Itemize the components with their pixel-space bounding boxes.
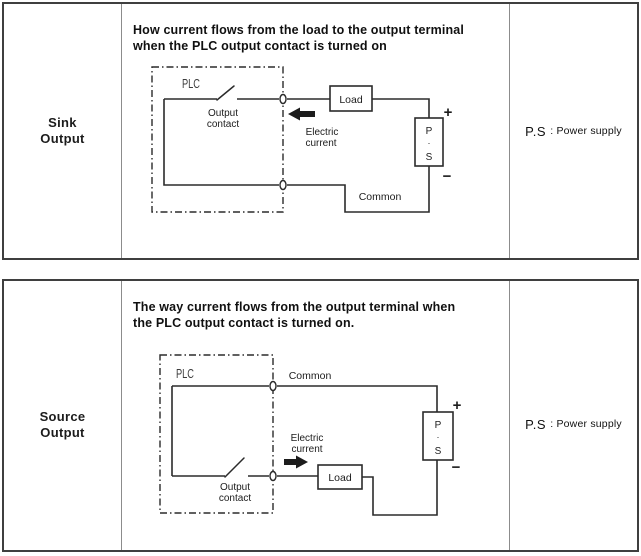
power-supply-box [414,117,444,167]
ps-box-letter-p: P [426,126,433,137]
row-label-line-1: Sink [48,115,77,130]
title-line-2: when the PLC output contact is turned on [133,38,387,53]
load-box [317,464,363,490]
current-arrow-left-icon [288,107,315,121]
switch-blade [216,85,235,101]
ps-box-dot: · [437,432,440,442]
sink-section-title: How current flows from the load to the o… [122,4,509,54]
wire-load-to-ps [362,460,438,516]
ps-box-dot: · [428,138,431,148]
row-label-line-2: Output [40,424,85,440]
load-label: Load [339,94,363,106]
ps-note: : Power supply [550,125,622,137]
row-label-line-1: Source [39,408,86,424]
load-label: Load [328,472,352,484]
source-note-cell: P.S : Power supply [510,281,637,550]
minus-sign: − [443,168,452,185]
electric-current-label-1: Electric [306,127,339,138]
sink-output-section: Sink Output How current flows from the l… [2,2,639,260]
source-circuit-diagram: Load P · S + − PLC Common Electric curre… [159,354,462,516]
output-contact-label-2: contact [219,493,251,504]
source-output-section: Source Output The way current flows from… [2,279,639,552]
source-row-label-cell: Source Output [4,281,122,550]
sink-circuit-diagram: Load P · S + − PLC Output contact Electr… [151,66,453,213]
load-box [329,85,373,112]
power-supply-box [422,411,454,461]
wire-common-return [287,166,430,213]
plus-sign: + [444,104,453,121]
electric-current-label-1: Electric [291,433,324,444]
ps-abbr: P.S [525,123,547,139]
title-line-1: The way current flows from the output te… [133,300,456,314]
current-arrow-right-icon [284,455,308,469]
title-line-1: How current flows from the load to the o… [133,23,465,37]
output-contact-label-1: Output [220,482,250,493]
output-contact-label-2: contact [207,119,239,130]
electric-current-label-2: current [305,138,336,149]
output-terminal [279,93,287,105]
row-label: Sink Output [40,115,84,147]
source-diagram-cell: The way current flows from the output te… [122,281,510,550]
row-label: Source Output [40,409,86,441]
sink-note-cell: P.S : Power supply [510,4,637,258]
ps-note: : Power supply [550,418,622,430]
wire-load-to-ps [372,98,430,118]
ps-box-letter-s: S [435,446,442,457]
sink-row-label-cell: Sink Output [4,4,122,258]
output-contact-label-1: Output [208,108,238,119]
output-terminal [269,470,277,482]
ps-abbr: P.S [525,416,547,432]
ps-box-letter-p: P [435,420,442,431]
row-label-line-2: Output [40,131,85,146]
switch-blade [224,457,245,478]
wire-common-to-ps [277,385,438,412]
title-line-2: the PLC output contact is turned on. [133,315,355,330]
source-section-title: The way current flows from the output te… [122,281,509,331]
minus-sign: − [452,459,461,476]
common-terminal [279,179,287,191]
ps-box-letter-s: S [426,152,433,163]
plc-boundary-box [151,66,284,213]
plus-sign: + [453,397,462,414]
common-label: Common [359,191,402,203]
sink-diagram-cell: How current flows from the load to the o… [122,4,510,258]
common-terminal [269,380,277,392]
plc-label: PLC [182,77,200,91]
plc-boundary-box [159,354,274,514]
plc-label: PLC [176,367,194,381]
common-label: Common [289,370,332,382]
electric-current-label-2: current [291,444,322,455]
wire-left-loop [163,99,279,186]
